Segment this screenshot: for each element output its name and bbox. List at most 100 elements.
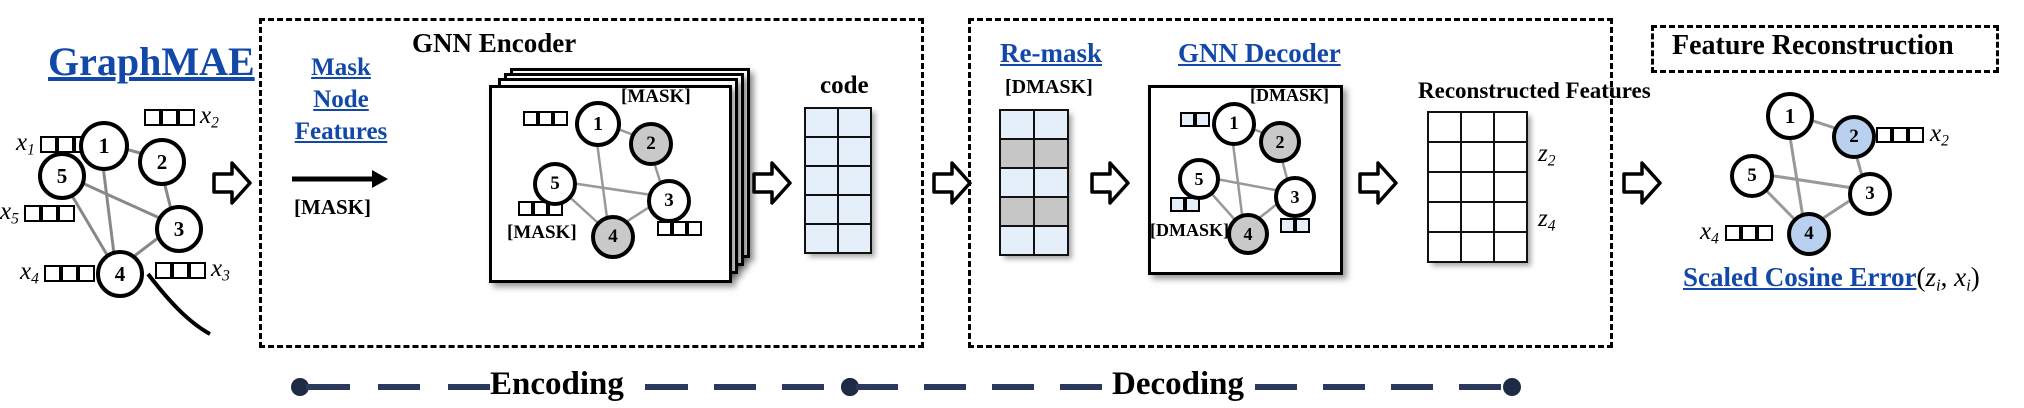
input-feature-x2: x2 (144, 102, 219, 132)
input-feature-x4: x4 (20, 258, 95, 288)
node-label: 3 (173, 216, 185, 241)
input-node-3: 3 (155, 205, 203, 253)
encoder-node-3: 3 (647, 179, 691, 223)
loss-args: (zi, xi) (1916, 262, 1980, 295)
input-node-1: 1 (79, 121, 129, 171)
recon-node-4-highlight: 4 (1787, 212, 1831, 256)
page-title-text: GraphMAE (48, 39, 255, 84)
decoding-stage-label: Decoding (1112, 366, 1244, 402)
node-label: 2 (156, 149, 168, 174)
remask-dmask-tag: [DMASK] (1005, 76, 1093, 98)
reconstructed-features-label: Reconstructed Features (1418, 78, 1651, 103)
node-label: 5 (550, 173, 560, 194)
encoding-stage-label: Encoding (490, 366, 624, 402)
encoder-node-4-masked: 4 (591, 215, 635, 259)
z2-label: z2 (1538, 140, 1556, 170)
mask-node-features-title: Mask Node Features (286, 52, 396, 148)
recon-feature-x2: x2 (1876, 120, 1949, 150)
encoder-feature-bar-node3 (657, 221, 702, 236)
node-label: 1 (1784, 103, 1796, 128)
encoding-stage-rail (291, 378, 859, 396)
feature-bar (23, 204, 75, 222)
input-feature-x3-label: x3 (211, 255, 230, 285)
feature-bar (1724, 225, 1773, 242)
flow-arrow-3 (932, 161, 972, 205)
feature-reconstruction-title: Feature Reconstruction (1672, 30, 1954, 61)
encoder-node-5: 5 (533, 162, 577, 206)
node-label: 1 (593, 112, 603, 135)
node-label: 4 (114, 261, 126, 286)
encoder-node-1: 1 (575, 101, 621, 147)
feature-reconstruction-box (1651, 25, 1999, 73)
flow-arrow-1 (212, 161, 252, 205)
encoder-mask-tag-node2: [MASK] (621, 86, 691, 107)
decoder-node-5: 5 (1178, 158, 1220, 200)
feature-bar (43, 264, 95, 282)
code-matrix (804, 107, 872, 254)
node-label: 4 (1804, 223, 1814, 244)
remask-title: Re-mask (1000, 38, 1102, 68)
decoder-graph: 1 2 3 4 5 [DMASK] [DMASK] (1148, 85, 1343, 275)
z4-label: z4 (1538, 205, 1556, 235)
input-node-2: 2 (138, 138, 186, 186)
reconstruction-graph: 1 2 3 4 5 x2 x4 (1680, 90, 1980, 270)
mask-arrow-icon (292, 170, 388, 188)
decoder-feature-bar-node5 (1170, 197, 1200, 212)
node-label: 5 (1747, 165, 1757, 186)
node-label: 1 (98, 133, 110, 158)
flow-arrow-6 (1622, 161, 1662, 205)
node-label: 5 (1194, 168, 1204, 189)
decoding-stage-rail (841, 378, 1521, 396)
encoding-panel (259, 18, 924, 348)
decoding-panel (968, 18, 1613, 348)
encoder-feature-bar-node1 (523, 111, 568, 126)
node-label: 4 (1243, 223, 1253, 244)
flow-arrow-5 (1358, 161, 1398, 205)
recon-node-3: 3 (1848, 172, 1892, 216)
feature-bar (155, 261, 206, 279)
mask-title-line-2: Node (313, 86, 369, 113)
input-feature-x5-label: x5 (0, 198, 19, 228)
mask-title-line-3: Features (294, 118, 388, 145)
decoder-dmask-tag-node2: [DMASK] (1250, 85, 1329, 105)
input-node-5: 5 (38, 152, 86, 200)
decoder-feature-bar-node1 (1180, 112, 1210, 127)
decoder-node-3: 3 (1274, 176, 1316, 218)
feature-bar (1876, 127, 1924, 144)
scaled-cosine-error-label: Scaled Cosine Error (zi, xi) (1683, 262, 1980, 296)
encoder-graph: 1 2 3 4 5 [MASK] [MASK] (489, 85, 732, 283)
gnn-decoder-title: GNN Decoder (1178, 38, 1341, 68)
node-label: 1 (1229, 113, 1239, 134)
decoder-feature-bar-node3 (1280, 218, 1310, 233)
input-feature-x4-label: x4 (20, 258, 39, 288)
flow-arrow-2 (752, 161, 792, 205)
recon-feature-x4-label: x4 (1700, 218, 1719, 248)
node-label: 2 (1849, 126, 1859, 147)
recon-feature-x2-label: x2 (1930, 120, 1949, 150)
node-label: 5 (56, 163, 68, 188)
input-node-4: 4 (96, 250, 144, 298)
encoder-node-2-masked: 2 (629, 122, 673, 166)
reconstructed-features-matrix (1427, 111, 1528, 263)
node-label: 4 (608, 226, 618, 247)
input-feature-x5: x5 (0, 198, 75, 228)
remask-matrix (999, 109, 1069, 256)
feature-bar (144, 108, 195, 126)
recon-node-1: 1 (1766, 92, 1814, 140)
mask-title-line-1: Mask (311, 54, 371, 81)
code-label: code (820, 72, 869, 99)
decoder-node-1: 1 (1212, 102, 1256, 146)
recon-node-2-highlight: 2 (1832, 115, 1876, 159)
gnn-encoder-title: GNN Encoder (412, 28, 577, 58)
flow-arrow-4 (1090, 161, 1130, 205)
node-label: 3 (1290, 186, 1300, 207)
node-label: 3 (664, 190, 674, 211)
input-feature-x3: x3 (155, 255, 230, 285)
recon-feature-x4: x4 (1700, 218, 1773, 248)
page-title: GraphMAE (48, 38, 255, 85)
recon-node-5: 5 (1730, 154, 1774, 198)
decoder-node-2-masked: 2 (1259, 121, 1301, 163)
mask-tag-under-arrow: [MASK] (294, 195, 371, 219)
input-graph-tail-curve (146, 272, 211, 336)
decoder-dmask-tag-node4: [DMASK] (1150, 220, 1229, 240)
